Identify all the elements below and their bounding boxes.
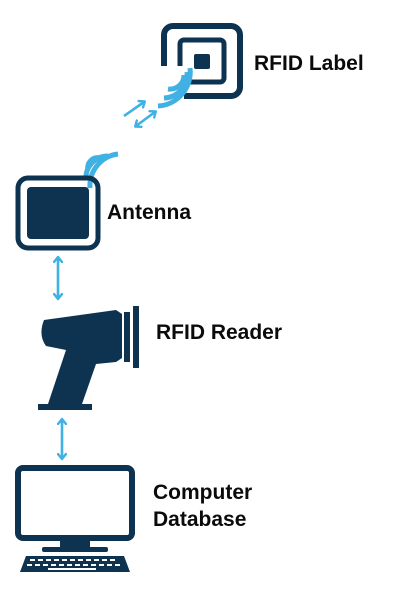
barcode-scanner-icon: [38, 306, 139, 410]
computer-database-title: Computer Database: [153, 479, 252, 533]
computer-title-line-2: Database: [153, 508, 247, 531]
rfid-label-title: RFID Label: [254, 52, 364, 75]
antenna-icon: [15, 175, 101, 251]
rfid-reader-title: RFID Reader: [156, 321, 283, 344]
antenna-title: Antenna: [107, 201, 191, 224]
desktop-computer-icon: [15, 465, 135, 572]
tag-antenna-link-arrows: [123, 102, 155, 126]
rfid-tag-icon: [150, 23, 243, 109]
antenna-signal-icon: [83, 151, 119, 189]
computer-title-line-1: Computer: [153, 481, 253, 504]
